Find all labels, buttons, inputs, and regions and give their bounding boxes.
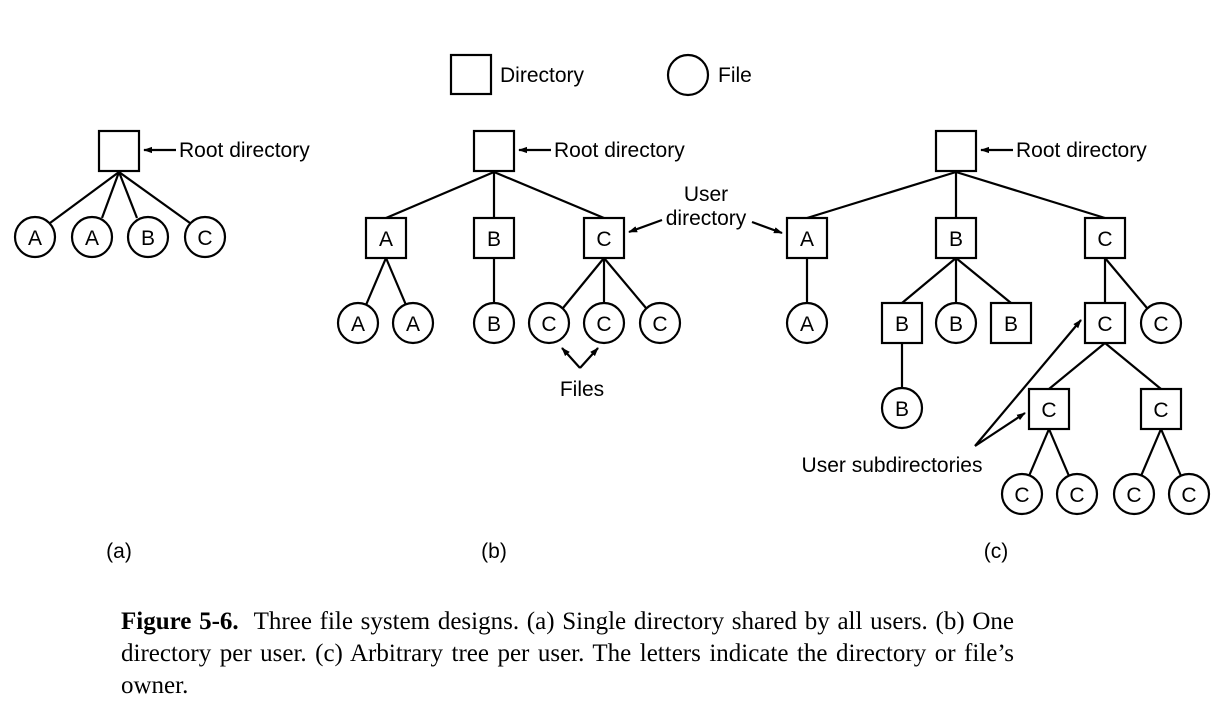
legend-file-label: File: [718, 64, 752, 87]
file-node-label: C: [1181, 484, 1196, 507]
user-directory-node: [364, 216, 408, 260]
user-directory-arrow: [751, 220, 783, 235]
file-node: [472, 301, 516, 345]
file-node-label: A: [28, 227, 42, 250]
figure-caption: Figure 5-6. Three file system designs. (…: [121, 606, 1014, 702]
file-node: [336, 301, 380, 345]
file-node: [183, 215, 227, 259]
subdirectory-node: [1139, 387, 1183, 431]
files-arrow: [579, 347, 599, 369]
root-directory-node: [934, 129, 978, 173]
directory-node-label: B: [895, 313, 909, 336]
user-subdirectories-arrow: [974, 319, 1082, 447]
file-node-label: C: [1014, 484, 1029, 507]
file-node: [70, 215, 114, 259]
legend-directory-label: Directory: [500, 64, 585, 87]
subdirectory-node: [989, 301, 1033, 345]
panel-label-a: (a): [106, 540, 132, 563]
file-node: [391, 301, 435, 345]
root-directory-label: Root directory: [1016, 139, 1147, 162]
file-node-label: C: [652, 313, 667, 336]
user-directory-node: [934, 216, 978, 260]
figure-caption-label: Figure 5-6.: [121, 608, 239, 635]
file-node: [1000, 472, 1044, 516]
file-node: [880, 386, 924, 430]
files-label: Files: [560, 378, 604, 401]
root-directory-label: Root directory: [554, 139, 685, 162]
directory-node-label: C: [1097, 228, 1112, 251]
file-node: [126, 215, 170, 259]
panel-b-edges: [364, 170, 647, 309]
directory-node-label: C: [596, 228, 611, 251]
panel-label-b: (b): [481, 540, 507, 563]
user-directory-node: [582, 216, 626, 260]
directory-node-label: C: [1041, 399, 1056, 422]
file-node: [934, 301, 978, 345]
file-node-label: B: [487, 313, 501, 336]
legend-directory-square-icon: [449, 53, 493, 96]
directory-node-label: A: [379, 228, 393, 251]
file-node-label: C: [197, 227, 212, 250]
directory-node-label: B: [949, 228, 963, 251]
user-directory-label-line2: directory: [666, 207, 747, 230]
directory-node-label: B: [487, 228, 501, 251]
file-node-label: A: [351, 313, 365, 336]
panel-b: Root directory A B C A A B C C C Files U…: [336, 129, 783, 563]
file-node-label: A: [85, 227, 99, 250]
file-node-label: A: [800, 313, 814, 336]
panel-a: Root directory A A B C (a): [13, 129, 310, 563]
file-node-label: C: [1126, 484, 1141, 507]
file-node: [638, 301, 682, 345]
file-node: [785, 301, 829, 345]
file-node: [582, 301, 626, 345]
root-directory-node: [472, 129, 516, 173]
subdirectory-node: [880, 301, 924, 345]
directory-node-label: B: [1004, 313, 1018, 336]
root-directory-label: Root directory: [179, 139, 310, 162]
legend-file-circle-icon: [666, 53, 710, 97]
file-node: [527, 301, 571, 345]
file-node-label: C: [541, 313, 556, 336]
user-subdirectories-arrow: [974, 412, 1026, 447]
file-node: [1055, 472, 1099, 516]
file-node: [1139, 301, 1183, 345]
file-node: [1112, 472, 1156, 516]
file-node-label: C: [596, 313, 611, 336]
file-node: [1167, 472, 1211, 516]
panel-c-edges: [805, 170, 1183, 477]
file-node-label: B: [895, 398, 909, 421]
file-node-label: B: [141, 227, 155, 250]
files-arrow: [561, 347, 581, 369]
file-node-label: C: [1069, 484, 1084, 507]
directory-node-label: C: [1153, 399, 1168, 422]
file-node-label: B: [949, 313, 963, 336]
root-directory-node: [97, 129, 141, 173]
subdirectory-node: [1083, 301, 1127, 345]
user-directory-arrow: [628, 218, 663, 234]
subdirectory-node: [1027, 387, 1071, 431]
panel-c: Root directory A B C A B B B B C C C C C…: [785, 129, 1211, 563]
directory-node-label: A: [800, 228, 814, 251]
user-directory-node: [785, 216, 829, 260]
file-node-label: A: [406, 313, 420, 336]
panel-label-c: (c): [984, 540, 1009, 563]
panel-a-edges: [49, 171, 191, 224]
file-node-label: C: [1153, 313, 1168, 336]
user-directory-node: [472, 216, 516, 260]
directory-node-label: C: [1097, 313, 1112, 336]
figure-caption-text: Three file system designs. (a) Single di…: [121, 608, 1015, 699]
user-subdirectories-label: User subdirectories: [802, 454, 983, 477]
legend: Directory File: [449, 53, 752, 97]
user-directory-label-line1: User: [684, 183, 728, 206]
file-node: [13, 215, 57, 259]
user-directory-node: [1083, 216, 1127, 260]
